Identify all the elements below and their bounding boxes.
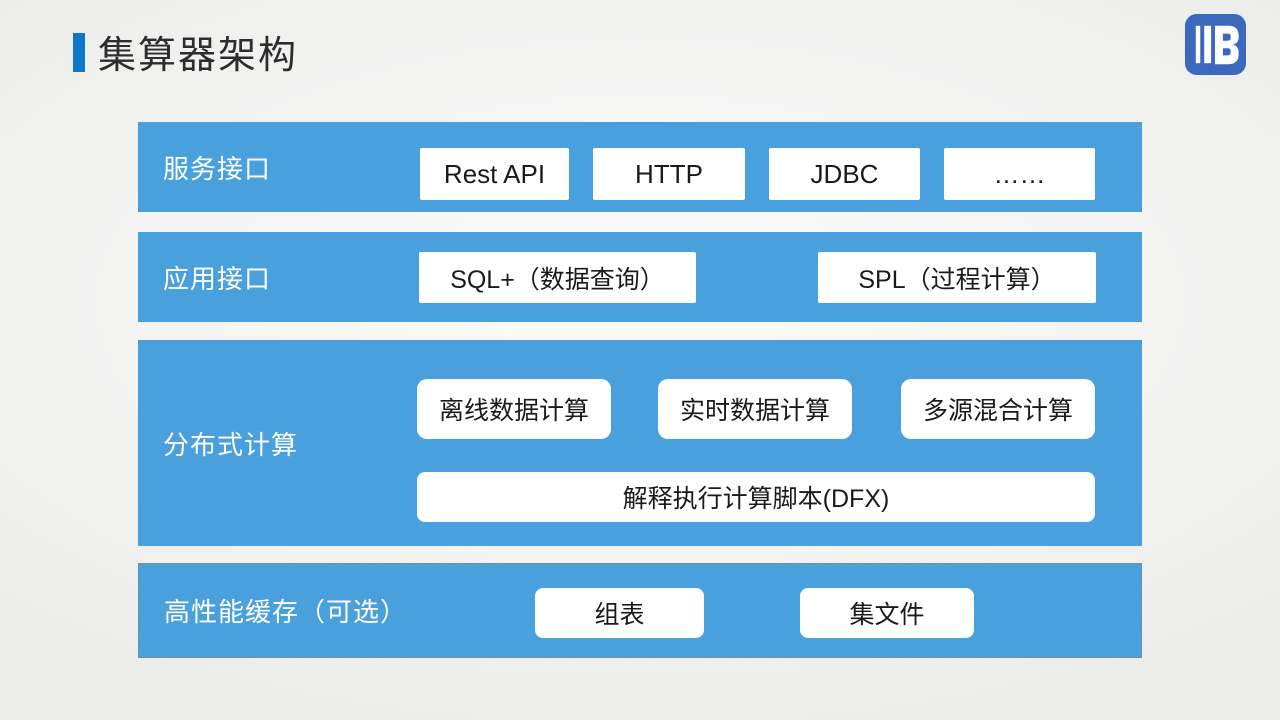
more-interfaces-box: …… [944,148,1095,200]
slide-header: 集算器架构 [0,0,1280,100]
bin-file-box: 集文件 [800,588,974,638]
realtime-computing-box: 实时数据计算 [658,379,852,439]
cache-layer-label: 高性能缓存（可选） [164,597,408,627]
distributed-layer-band: 分布式计算 离线数据计算 实时数据计算 多源混合计算 解释执行计算脚本(DFX) [138,340,1142,546]
http-box: HTTP [593,148,745,200]
rest-api-box: Rest API [420,148,569,200]
distributed-layer-label: 分布式计算 [163,429,299,460]
application-layer-band: 应用接口 SQL+（数据查询） SPL（过程计算） [138,232,1142,322]
dfx-script-box: 解释执行计算脚本(DFX) [417,472,1095,522]
service-layer-band: 服务接口 Rest API HTTP JDBC …… [138,122,1142,212]
page-title: 集算器架构 [98,35,299,77]
application-layer-label: 应用接口 [163,263,272,294]
cache-layer-band: 高性能缓存（可选） 组表 集文件 [138,563,1142,658]
jdbc-box: JDBC [769,148,920,200]
service-layer-label: 服务接口 [163,153,272,184]
composite-table-box: 组表 [535,588,704,638]
spl-box: SPL（过程计算） [818,252,1096,303]
multisource-computing-box: 多源混合计算 [901,379,1095,439]
offline-computing-box: 离线数据计算 [417,379,611,439]
title-accent-bar [73,33,85,72]
sql-plus-box: SQL+（数据查询） [419,252,696,303]
raqsoft-logo-icon [1184,13,1247,76]
